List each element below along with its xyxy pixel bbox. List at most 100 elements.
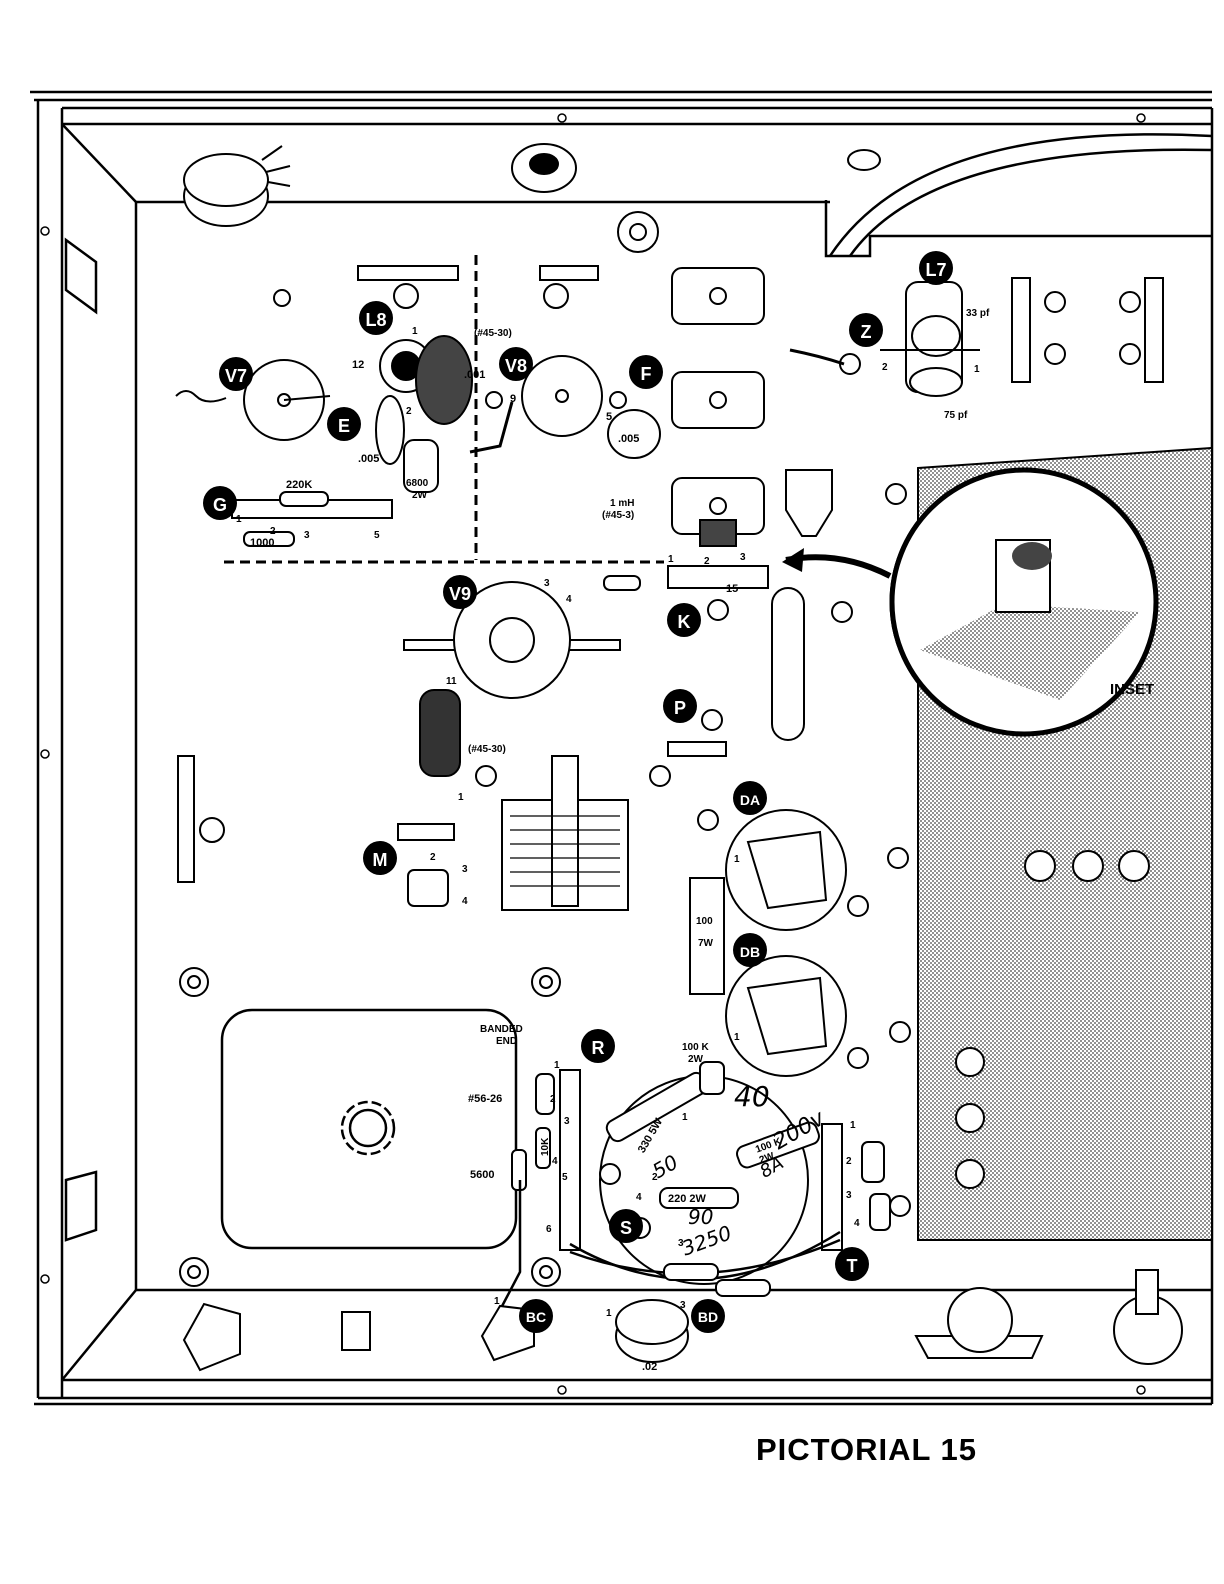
label-cap-005-right: .005	[618, 433, 639, 445]
label-inset: INSET	[1110, 681, 1154, 698]
label-res-100-w: 7W	[698, 938, 714, 949]
marker-bc-label: BC	[526, 1309, 546, 1325]
pin-bd-3: 3	[680, 1300, 686, 1311]
grommet-ring	[617, 211, 659, 253]
v7-tube-socket	[175, 359, 331, 441]
hand-90: 90	[688, 1205, 713, 1229]
pin-g-2: 2	[270, 526, 276, 537]
pin-db-1: 1	[734, 1032, 740, 1043]
da-socket	[725, 809, 847, 931]
t-terminal-strip	[821, 1123, 891, 1251]
hand-40: 40	[734, 1080, 770, 1113]
pin-v9-3: 3	[544, 578, 550, 589]
marker-bd-label: BD	[698, 1309, 718, 1325]
marker-t: T	[835, 1247, 869, 1281]
pin-v9-4: 4	[566, 594, 572, 605]
marker-p: P	[663, 689, 697, 723]
right-terminal-strips	[1011, 277, 1164, 383]
marker-l8-label: L8	[365, 310, 386, 330]
lower-tube-socket	[599, 1061, 820, 1285]
label-res-5600: 5600	[470, 1169, 494, 1181]
marker-m: M	[363, 841, 397, 875]
pin-k-2: 2	[704, 556, 710, 567]
resistor-100-7w	[689, 877, 725, 995]
marker-l7: L7	[919, 251, 953, 285]
small-bracket	[785, 469, 833, 537]
pin-g-5: 5	[374, 530, 380, 541]
marker-da: DA	[733, 781, 767, 815]
pin-l7-2: 2	[882, 362, 888, 373]
marker-v9: V9	[443, 575, 477, 609]
r-terminal-strip	[511, 1069, 581, 1251]
marker-f: F	[629, 355, 663, 389]
pin-da-1: 1	[734, 854, 740, 865]
label-inductor-1mh: 1 mH	[610, 498, 634, 509]
pin-r-5: 5	[562, 1172, 568, 1183]
k-terminal	[603, 565, 769, 621]
chassis-frame	[30, 90, 1214, 1406]
pin-v8-9: 9	[510, 393, 516, 405]
marker-m-label: M	[373, 850, 388, 870]
pin-bd-1: 1	[606, 1308, 612, 1319]
marker-p-label: P	[674, 698, 686, 718]
pin-v8-5: 5	[606, 411, 612, 423]
label-cap-33pf: 33 pf	[966, 308, 990, 319]
marker-bc: BC	[519, 1299, 553, 1333]
label-cap-001: .001	[464, 369, 485, 381]
label-cap-75pf: 75 pf	[944, 410, 968, 421]
marker-bd: BD	[691, 1299, 725, 1333]
g-terminal-strip	[231, 491, 393, 547]
pin-s-3: 3	[678, 1238, 684, 1249]
pin-t-3: 3	[846, 1190, 852, 1201]
pictorial-title: PICTORIAL 15	[756, 1432, 978, 1467]
pin-s-4: 4	[636, 1192, 642, 1203]
label-res-15: 15	[726, 583, 738, 595]
l7-coil-assembly	[789, 281, 980, 397]
pin-r-2: 2	[550, 1094, 556, 1105]
l8-coil	[375, 335, 473, 493]
marker-v9-label: V9	[449, 584, 471, 604]
pin-r-3: 3	[564, 1116, 570, 1127]
rotary-switch	[501, 755, 629, 911]
label-part-56-26: #56-26	[468, 1093, 502, 1105]
top-grommet	[511, 143, 577, 193]
label-res-1000: 1000	[250, 537, 274, 549]
label-res-6800: 6800	[406, 478, 429, 489]
marker-e-label: E	[338, 416, 350, 436]
label-res-220-2w: 220 2W	[668, 1193, 707, 1205]
pin-m-3: 3	[462, 864, 468, 875]
top-left-control	[183, 145, 291, 227]
label-part-45-30-top: (#45-30)	[474, 328, 512, 339]
label-banded-end-2: END	[496, 1036, 517, 1047]
shield-outline	[224, 255, 664, 564]
m-terminal	[397, 823, 455, 907]
label-cap-005-left: .005	[358, 453, 379, 465]
pin-m-1: 1	[458, 792, 464, 803]
pin-k-3: 3	[740, 552, 746, 563]
left-terminal-strip	[177, 755, 225, 883]
pin-s-1: 1	[682, 1112, 688, 1123]
pin-s-2: 2	[652, 1172, 658, 1183]
label-res-100k-top-w: 2W	[688, 1054, 704, 1065]
pin-k-1: 1	[668, 554, 674, 565]
pin-t-1: 1	[850, 1120, 856, 1131]
marker-r-label: R	[592, 1038, 605, 1058]
label-res-6800-w: 2W	[412, 490, 428, 501]
top-hole	[847, 149, 881, 171]
pin-l8-1: 1	[412, 326, 418, 337]
marker-v7-label: V7	[225, 366, 247, 386]
coil-forms	[671, 267, 765, 547]
marker-g: G	[203, 486, 237, 520]
marker-da-label: DA	[740, 792, 760, 808]
pin-m-2: 2	[430, 852, 436, 863]
marker-z-label: Z	[861, 322, 872, 342]
label-part-45-30-lower: (#45-30)	[468, 744, 506, 755]
marker-db: DB	[733, 933, 767, 967]
label-res-10k: 10K	[540, 1137, 551, 1156]
marker-s: S	[609, 1209, 643, 1243]
mounting-holes	[40, 113, 1146, 1395]
pin-l8-2: 2	[406, 406, 412, 417]
choke-45-30	[419, 689, 461, 777]
marker-l8: L8	[359, 301, 393, 335]
pin-l8-12: 12	[352, 359, 364, 371]
